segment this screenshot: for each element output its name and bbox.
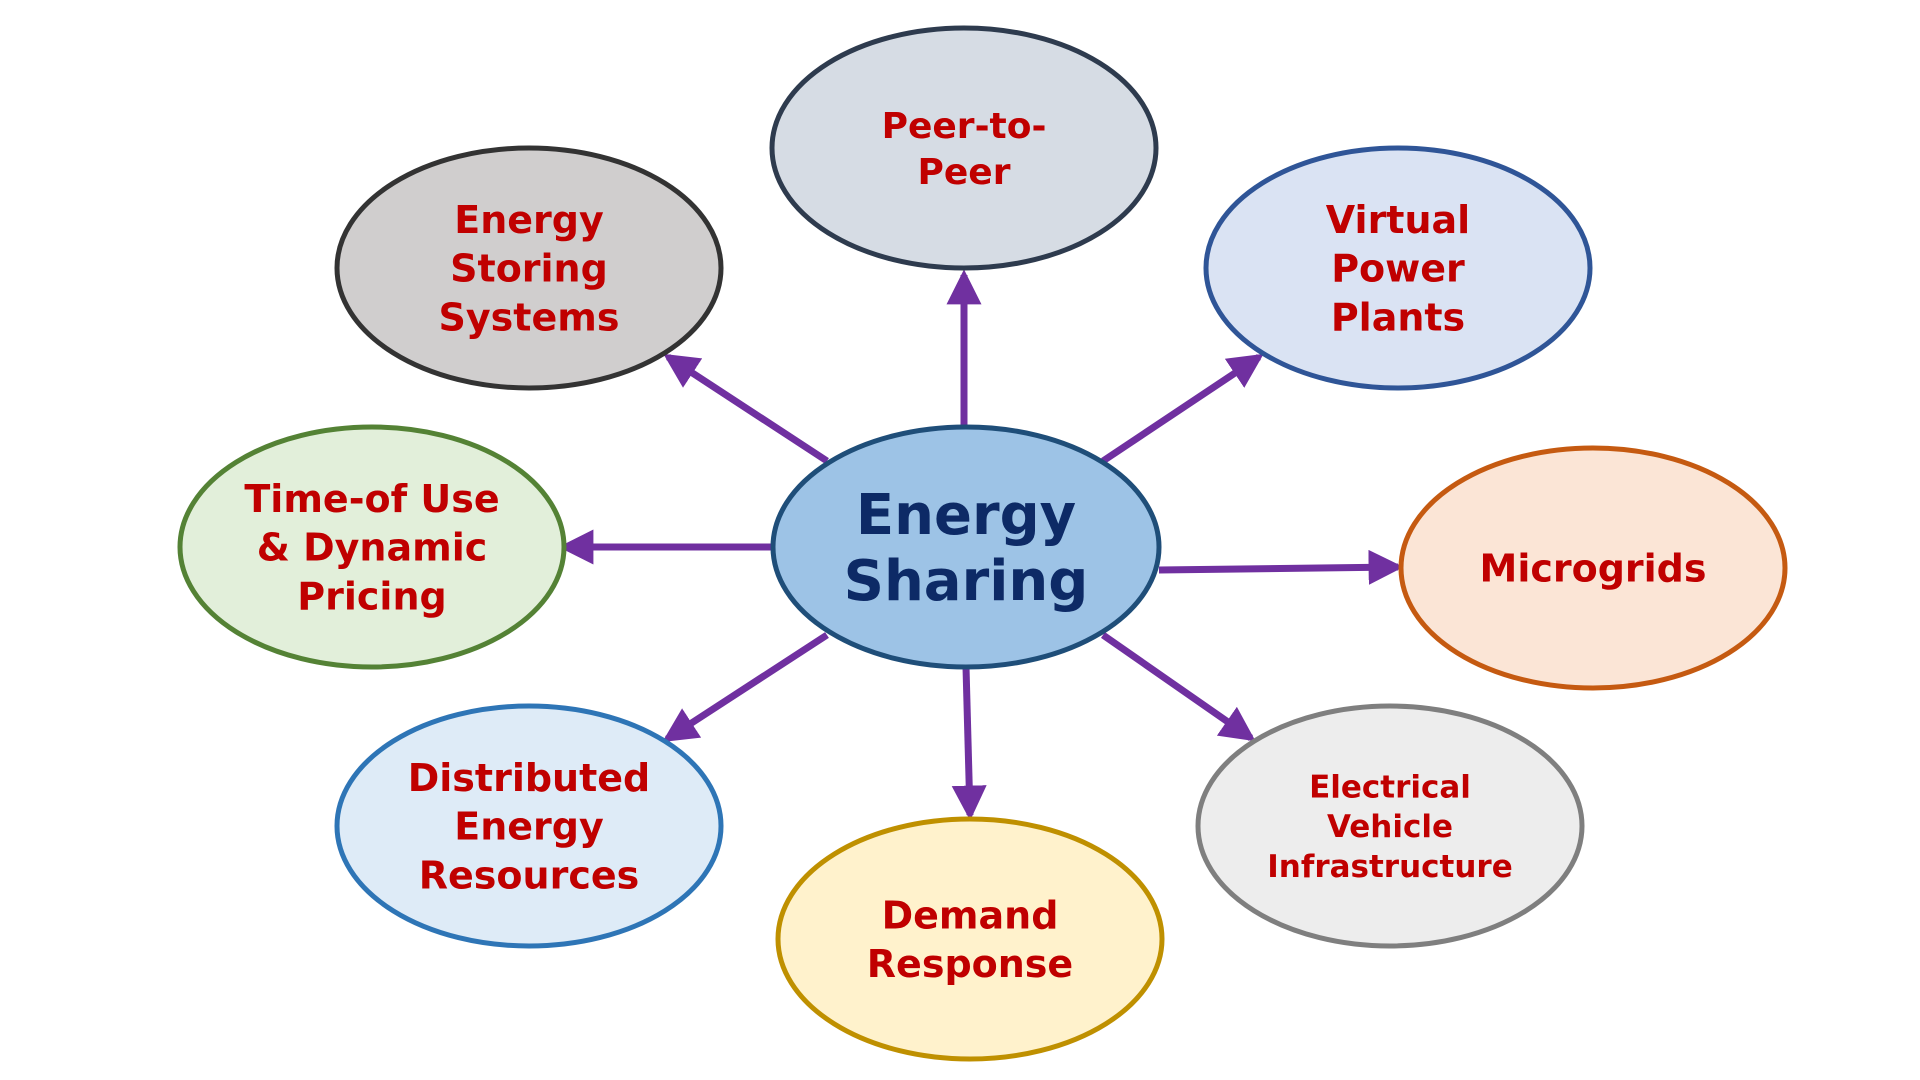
electrical-vehicle-infrastructure-ellipse: [1195, 703, 1585, 949]
distributed-energy-resources-label-line-1: Distributed: [408, 756, 651, 800]
energy-storing-systems-ellipse: [334, 145, 724, 391]
microgrids-ellipse: [1398, 445, 1788, 691]
energy-storing-systems-label-line-3: Systems: [439, 295, 620, 339]
time-of-use-dynamic-pricing-label-line-1: Time-of Use: [244, 477, 499, 521]
arrow-to-virtual-power-plants: [1101, 353, 1264, 464]
distributed-energy-resources-label-line-2: Energy: [454, 805, 604, 849]
distributed-energy-resources-ellipse: [334, 703, 724, 949]
arrow-to-microgrids: [1158, 549, 1404, 585]
arrow-to-energy-storing-systems: [663, 353, 829, 464]
demand-response-label-line-1: Demand: [882, 893, 1059, 937]
demand-response-ellipse: [775, 816, 1165, 1062]
demand-response-label-line-2: Response: [867, 942, 1073, 986]
arrow-to-demand-response: [951, 666, 987, 821]
center-ellipse: [770, 424, 1162, 670]
electrical-vehicle-infrastructure-label-line-1: Electrical: [1309, 769, 1471, 805]
center-label-line-2: Sharing: [844, 549, 1089, 614]
virtual-power-plants-label-line-3: Plants: [1331, 295, 1465, 339]
time-of-use-dynamic-pricing-label-line-2: & Dynamic: [257, 526, 488, 570]
node-peer-to-peer: Peer-to- Peer: [769, 25, 1159, 271]
time-of-use-dynamic-pricing-label-line-3: Pricing: [297, 574, 446, 618]
energy-storing-systems-label-line-2: Storing: [450, 247, 608, 291]
time-of-use-dynamic-pricing-ellipse: [177, 424, 567, 670]
electrical-vehicle-infrastructure-label-line-3: Infrastructure: [1267, 849, 1513, 885]
arrow-to-distributed-energy-resources: [662, 632, 829, 743]
virtual-power-plants-label-line-2: Power: [1331, 247, 1465, 291]
virtual-power-plants-ellipse: [1203, 145, 1593, 391]
electrical-vehicle-infrastructure-label-line-2: Vehicle: [1327, 809, 1453, 845]
distributed-energy-resources-label-line-3: Resources: [419, 853, 639, 897]
arrows-layer: [558, 269, 1404, 821]
center-label-line-1: Energy: [856, 483, 1076, 548]
virtual-power-plants-label-line-1: Virtual: [1326, 198, 1470, 242]
arrow-to-electrical-vehicle-infrastructure: [1101, 632, 1256, 742]
peer-to-peer-label-line-2: Peer: [918, 152, 1011, 193]
microgrids-label-line-1: Microgrids: [1480, 547, 1707, 591]
center-node: Energy Sharing: [770, 424, 1162, 670]
nodes-layer: Peer-to-PeerVirtualPowerPlantsMicrogrids…: [177, 25, 1788, 1062]
peer-to-peer-ellipse: [769, 25, 1159, 271]
node-microgrids: Microgrids: [1398, 445, 1788, 691]
peer-to-peer-label-line-1: Peer-to-: [882, 106, 1047, 147]
energy-storing-systems-label-line-1: Energy: [454, 198, 604, 242]
